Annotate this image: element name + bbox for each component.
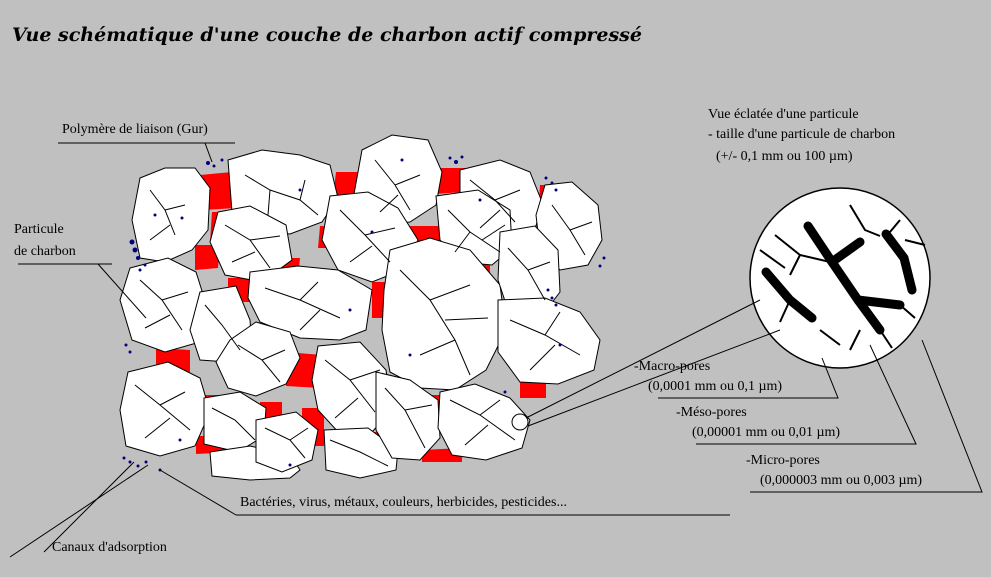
label-contaminants: Bactéries, virus, métaux, couleurs, herb… <box>240 494 567 512</box>
label-exploded-view-1: Vue éclatée d'une particule <box>708 106 859 124</box>
label-micro-pores-size: (0,000003 mm ou 0,003 µm) <box>760 472 922 490</box>
carbon-particle <box>498 298 600 384</box>
label-exploded-view-2: - taille d'une particule de charbon <box>708 126 895 144</box>
label-meso-pores: -Méso-pores <box>676 404 747 422</box>
label-binder-polymer: Polymère de liaison (Gur) <box>62 121 208 139</box>
label-meso-pores-size: (0,00001 mm ou 0,01 µm) <box>692 424 840 442</box>
label-carbon-particle-1: Particule <box>14 221 64 239</box>
label-adsorption-channels: Canaux d'adsorption <box>52 539 167 557</box>
magnified-particle <box>750 188 930 368</box>
selected-particle-marker <box>512 414 528 430</box>
label-macro-pores-size: (0,0001 mm ou 0,1 µm) <box>648 378 782 396</box>
label-carbon-particle-2: de charbon <box>14 243 76 261</box>
label-macro-pores: -Macro-pores <box>634 358 710 376</box>
label-exploded-view-3: (+/- 0,1 mm ou 100 µm) <box>716 148 853 166</box>
label-micro-pores: -Micro-pores <box>746 452 820 470</box>
carbon-particles <box>120 135 602 480</box>
